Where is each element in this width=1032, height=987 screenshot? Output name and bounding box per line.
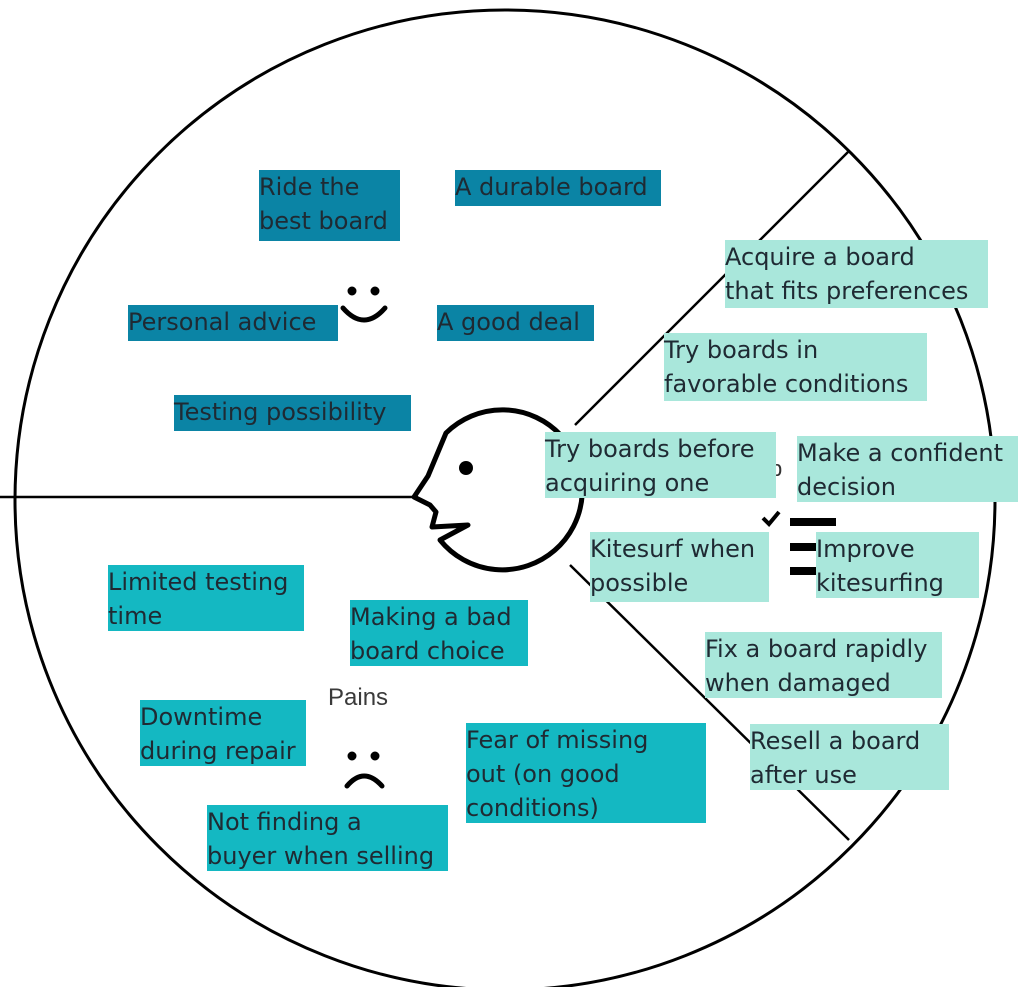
smile-icon <box>340 286 388 323</box>
job-note[interactable]: Try boards before acquiring one <box>545 432 776 498</box>
pain-note[interactable]: Fear of missing out (on good conditions) <box>466 723 706 823</box>
pains-label: Pains <box>328 684 389 711</box>
frown-icon <box>344 751 385 789</box>
gain-note[interactable]: Testing possibility <box>174 395 411 431</box>
divider-upper-right <box>574 151 849 426</box>
pain-note[interactable]: Not finding a buyer when selling <box>207 805 448 871</box>
job-note[interactable]: Fix a board rapidly when damaged <box>705 632 942 698</box>
job-note[interactable]: Make a confident decision <box>797 436 1018 502</box>
pain-note[interactable]: Limited testing time <box>108 565 304 631</box>
divider-lower-right <box>569 564 850 841</box>
customer-head-icon <box>411 407 585 573</box>
gain-note[interactable]: A durable board <box>455 170 661 206</box>
pain-note[interactable]: Making a bad board choice <box>350 600 528 666</box>
job-note[interactable]: Acquire a board that fits preferences <box>725 240 988 308</box>
job-note[interactable]: Improve kitesurfing <box>816 532 979 598</box>
job-note[interactable]: Resell a board after use <box>750 724 949 790</box>
gain-note[interactable]: Personal advice <box>128 305 338 341</box>
job-note[interactable]: Try boards in favorable conditions <box>664 333 927 401</box>
pain-note[interactable]: Downtime during repair <box>140 700 306 766</box>
gain-note[interactable]: A good deal <box>437 305 594 341</box>
gain-note[interactable]: Ride the best board <box>259 170 400 241</box>
job-note[interactable]: Kitesurf when possible <box>590 532 769 602</box>
